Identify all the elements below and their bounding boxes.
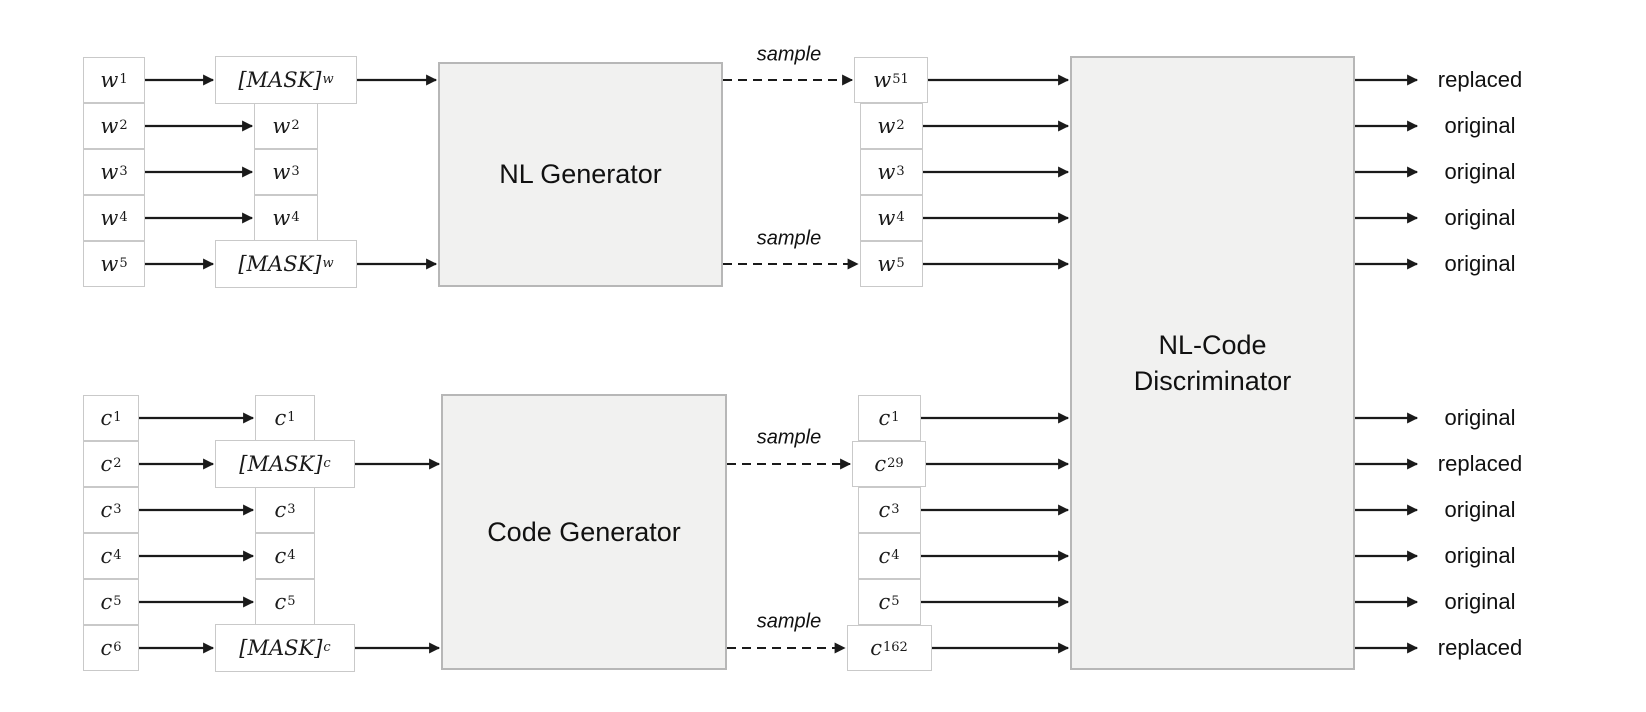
- bottom-output-label-4: original: [1444, 589, 1516, 614]
- bottom-output-label-2: original: [1444, 497, 1516, 522]
- bottom-output-label-0: original: [1444, 405, 1516, 430]
- bottom-masked-box-5: [MASK]c: [215, 624, 355, 672]
- bottom-output-label-1: replaced: [1437, 451, 1523, 476]
- sample-label-top-1: sample: [756, 43, 822, 66]
- bottom-masked-box-1: [MASK]c: [215, 440, 355, 488]
- sample-label-bottom-1: sample: [756, 426, 822, 449]
- sample-label-bottom-2: sample: [756, 610, 822, 633]
- top-masked-box-4: [MASK]w: [215, 240, 357, 288]
- nl-generator-block: NL Generator: [438, 62, 723, 287]
- top-output-label-4: original: [1444, 251, 1516, 276]
- top-output-label-0: replaced: [1437, 67, 1523, 92]
- discriminator-block: NL-Code Discriminator: [1070, 56, 1355, 670]
- sample-label-top-2: sample: [756, 227, 822, 250]
- code-generator-label: Code Generator: [487, 516, 681, 547]
- discriminator-label-line2: Discriminator: [1133, 366, 1292, 396]
- top-output-label-1: original: [1444, 113, 1516, 138]
- top-output-label-2: original: [1444, 159, 1516, 184]
- bottom-output-label-5: replaced: [1437, 635, 1523, 660]
- discriminator-label-line1: NL-Code: [1158, 329, 1267, 360]
- nl-generator-label: NL Generator: [499, 159, 662, 190]
- top-masked-box-0: [MASK]w: [215, 56, 357, 104]
- top-output-label-3: original: [1444, 205, 1516, 230]
- code-generator-block: Code Generator: [441, 394, 727, 670]
- bottom-output-label-3: original: [1444, 543, 1516, 568]
